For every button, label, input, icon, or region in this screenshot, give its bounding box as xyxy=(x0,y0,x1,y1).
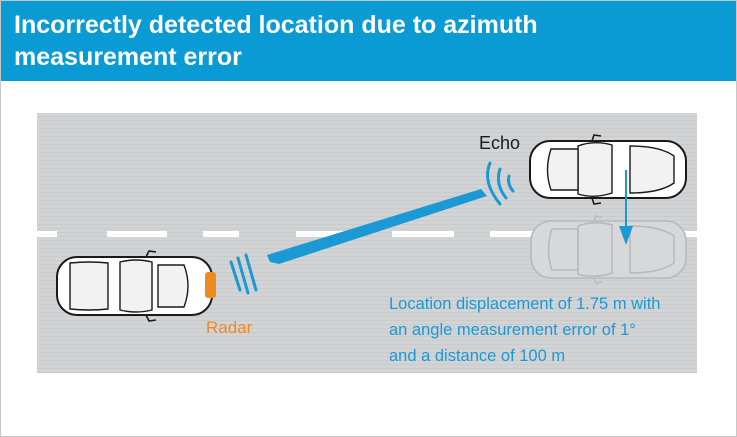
radar-sensor-icon xyxy=(205,272,216,298)
title-line-2: measurement error xyxy=(14,43,242,71)
echo-waves-icon xyxy=(486,161,515,206)
figure-title: Incorrectly detected location due to azi… xyxy=(14,9,714,73)
note-line-2: an angle measurement error of 1° xyxy=(389,321,636,339)
radar-label: Radar xyxy=(206,318,253,337)
displacement-arrow xyxy=(619,170,633,245)
note-line-3: and a distance of 100 m xyxy=(389,347,566,365)
radar-car-icon xyxy=(56,250,213,322)
title-line-1: Incorrectly detected location due to azi… xyxy=(14,11,538,39)
header-bar: Incorrectly detected location due to azi… xyxy=(1,1,736,81)
note-line-1: Location displacement of 1.75 m with xyxy=(389,295,661,313)
displacement-note: Location displacement of 1.75 m with an … xyxy=(389,291,729,369)
echo-label: Echo xyxy=(479,133,521,153)
ghost-car-icon xyxy=(530,215,687,284)
radar-waves-icon xyxy=(229,253,258,295)
radar-beam xyxy=(267,189,487,264)
target-car-icon xyxy=(529,134,687,205)
